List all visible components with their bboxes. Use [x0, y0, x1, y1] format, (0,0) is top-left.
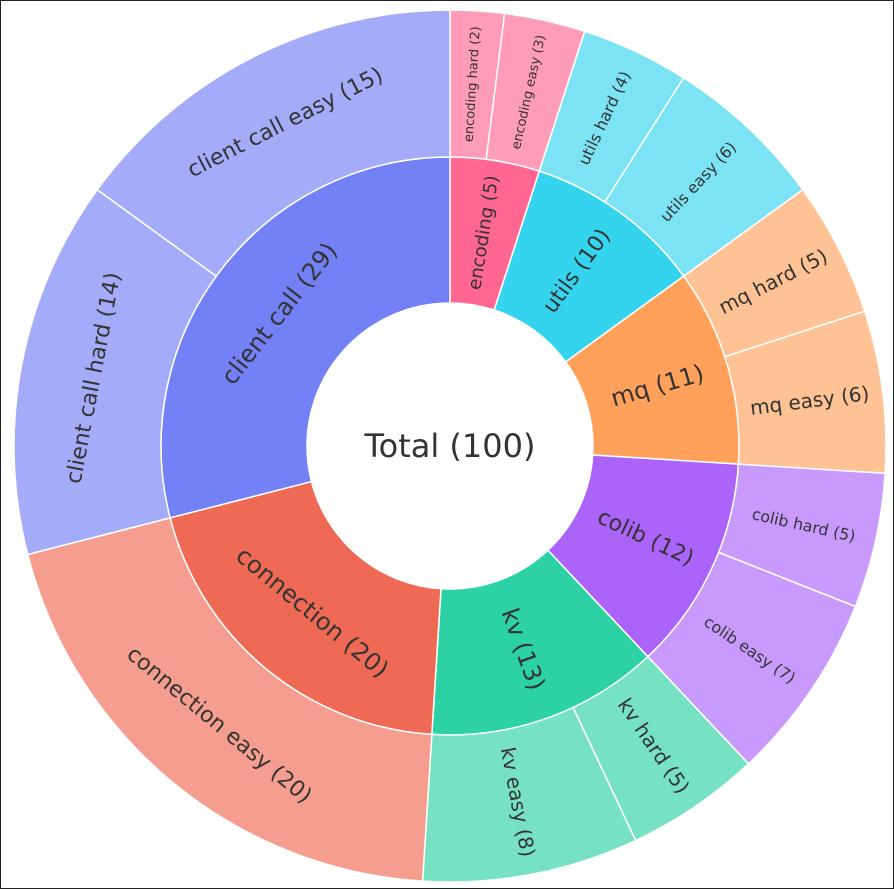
segment-client-call-hard[interactable]	[13, 188, 218, 556]
label-encoding-hard: encoding hard (2)	[462, 26, 484, 143]
center-label: Total (100)	[364, 427, 536, 465]
segment-connection-easy[interactable]	[26, 516, 433, 882]
segments-layer	[13, 9, 887, 883]
segment-client-call-easy[interactable]	[96, 9, 451, 278]
